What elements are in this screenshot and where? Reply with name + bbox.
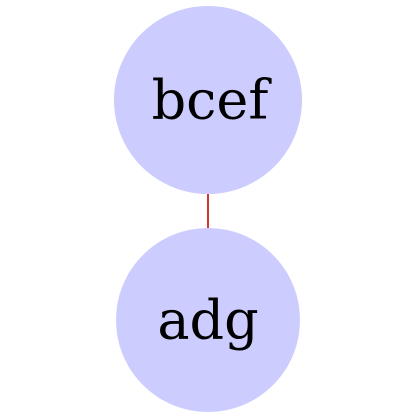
node-bcef: bcef	[114, 6, 302, 194]
node-adg-label: adg	[157, 289, 258, 352]
node-adg: adg	[116, 228, 300, 412]
node-bcef-label: bcef	[152, 69, 273, 132]
node-adg-circle	[116, 228, 300, 412]
node-bcef-circle	[114, 6, 302, 194]
